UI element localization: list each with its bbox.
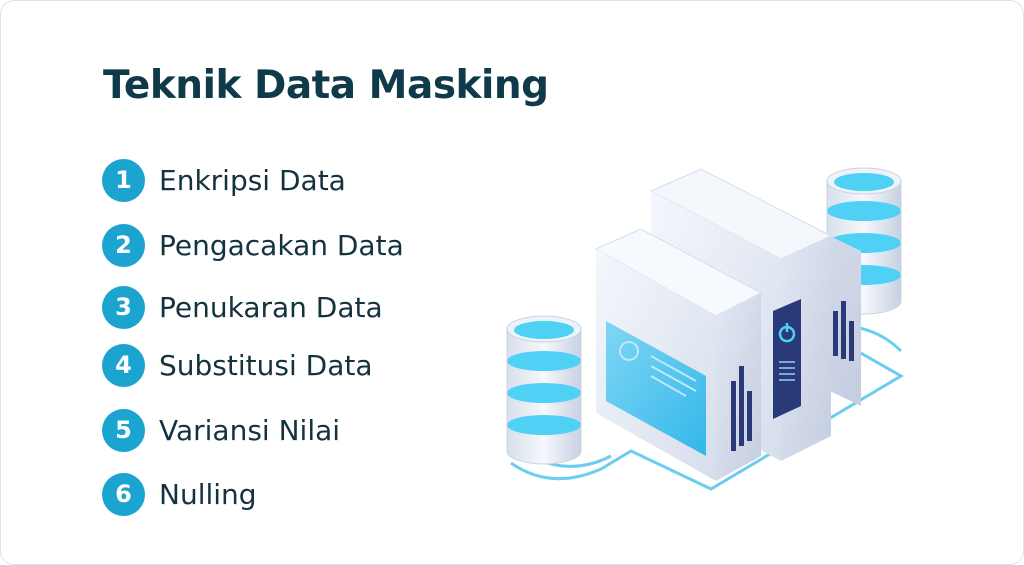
- item-label: Penukaran Data: [159, 290, 383, 324]
- number-badge: 5: [102, 408, 145, 452]
- number-badge: 3: [102, 285, 145, 329]
- page-title: Teknik Data Masking: [103, 63, 549, 108]
- number-badge: 1: [102, 158, 145, 202]
- list-item-4: 4 Substitusi Data: [102, 343, 373, 387]
- list-item-6: 6 Nulling: [102, 472, 257, 516]
- list-item-5: 5 Variansi Nilai: [102, 408, 340, 452]
- list-item-1: 1 Enkripsi Data: [102, 158, 346, 202]
- database-icon-left: [506, 315, 582, 465]
- number-badge: 6: [102, 472, 145, 516]
- item-label: Substitusi Data: [159, 348, 373, 382]
- list-item-2: 2 Pengacakan Data: [102, 223, 404, 267]
- number-badge: 4: [102, 343, 145, 387]
- item-label: Enkripsi Data: [159, 163, 346, 197]
- item-label: Pengacakan Data: [159, 228, 404, 262]
- number-badge: 2: [102, 223, 145, 267]
- list-item-3: 3 Penukaran Data: [102, 285, 383, 329]
- item-label: Nulling: [159, 477, 257, 511]
- server-icon-front: [594, 228, 763, 481]
- item-label: Variansi Nilai: [159, 413, 341, 447]
- server-illustration: [506, 167, 904, 491]
- power-icon: [778, 323, 796, 343]
